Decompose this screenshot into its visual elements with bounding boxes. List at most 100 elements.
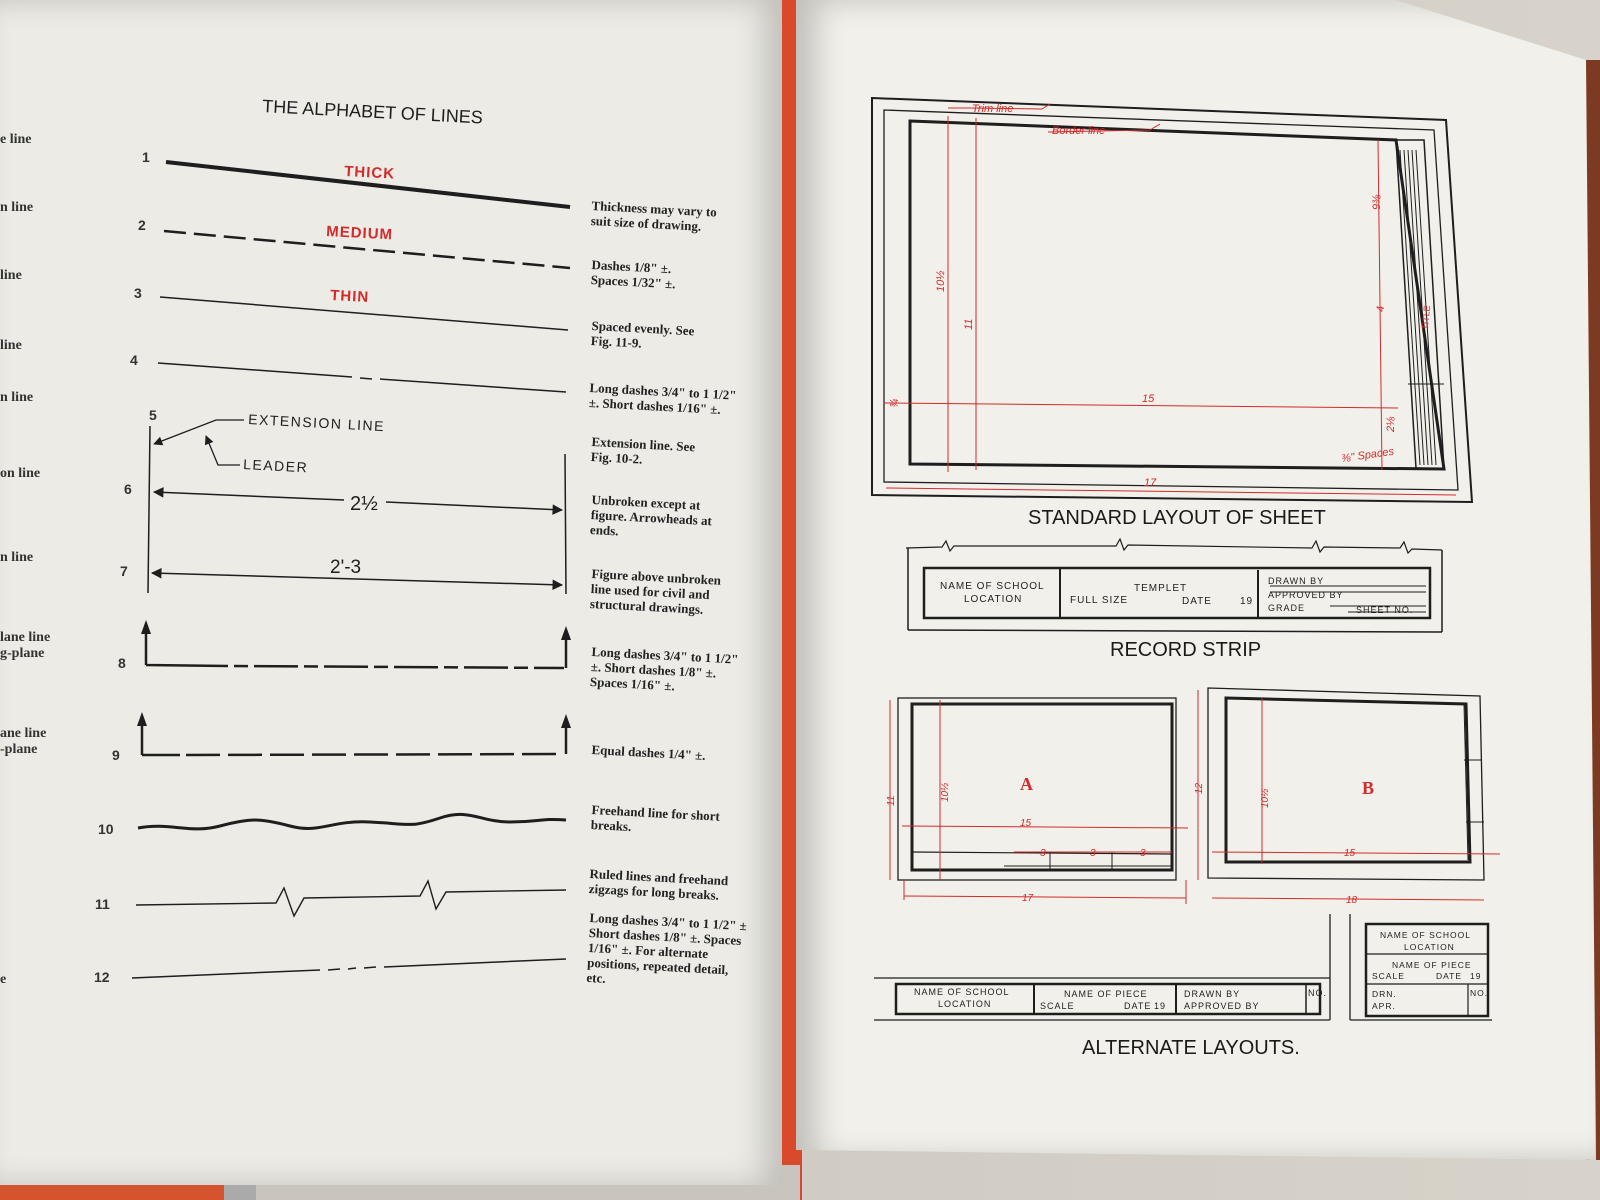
dimension-line-6-left	[152, 487, 345, 501]
alt-strip-year: 19	[1154, 1001, 1166, 1011]
row-number: 9	[112, 747, 120, 763]
thin-label: THIN	[330, 287, 370, 306]
dim-bottom: 2⅛	[1385, 416, 1397, 433]
margin-fragment: lane line	[0, 630, 51, 645]
border-line-label: Border line	[1052, 125, 1105, 137]
layout-b-label: B	[1362, 778, 1374, 798]
right-page	[796, 0, 1596, 1160]
margin-fragment: on line	[0, 466, 41, 481]
b-w-outer: 18	[1346, 895, 1358, 906]
alternate-strip	[874, 914, 1331, 1021]
spaces-label: ⅜" Spaces	[1341, 446, 1395, 465]
b-h-outer: 12	[1194, 782, 1205, 794]
alt-box-no: NO.	[1470, 988, 1488, 998]
rs-approved-by: APPROVED BY	[1268, 590, 1344, 600]
rs-full-size: FULL SIZE	[1070, 595, 1128, 606]
rs-year: 19	[1240, 596, 1253, 607]
margin-fragment: e	[0, 972, 7, 987]
b-h-inner: 10½	[1260, 788, 1271, 808]
arrowhead	[561, 714, 571, 728]
margin-fragment: ane line	[0, 726, 47, 741]
trim-line-label: Trim line	[972, 103, 1013, 115]
alt-strip-location: LOCATION	[938, 999, 991, 1009]
leader-arrow	[153, 419, 244, 446]
extension-line	[147, 425, 151, 594]
alt-box-date: DATE	[1436, 971, 1462, 981]
rs-location: LOCATION	[964, 594, 1022, 605]
standard-layout-drawing: TITLE Trim line Border line 15 17 10½ 11…	[871, 96, 1474, 504]
row-number: 12	[94, 969, 110, 985]
margin-fragment: -plane	[0, 742, 38, 757]
margin-fragment: n line	[0, 390, 34, 405]
left-page	[0, 0, 782, 1185]
row-number: 10	[98, 821, 114, 837]
margin-fragment: g-plane	[0, 646, 45, 661]
row-number: 3	[134, 285, 142, 301]
alt-strip-approved: APPROVED BY	[1184, 1001, 1260, 1011]
alt-strip-school: NAME OF SCHOOL	[914, 987, 1010, 997]
layout-a-label: A	[1020, 774, 1033, 794]
alt-strip-date: DATE	[1124, 1001, 1151, 1011]
alt-strip-drawn: DRAWN BY	[1184, 989, 1240, 999]
dim-height-outer: 11	[963, 319, 975, 330]
cutting-plane-dashes	[233, 664, 565, 670]
layout-a-drawing: A 11 10½ 15 17 3 3 3	[886, 697, 1189, 904]
row-number: 6	[124, 481, 132, 497]
extension-line-right	[564, 453, 567, 595]
alt-box-scale: SCALE	[1372, 971, 1405, 981]
outer-frame-rect	[883, 109, 1459, 491]
margin-fragment: e line	[0, 132, 32, 147]
arrowhead	[141, 620, 151, 634]
section-line	[159, 296, 569, 331]
dim-width-outer: 17	[1144, 477, 1157, 489]
dim-height-inner: 10½	[935, 271, 947, 292]
alt-strip-piece: NAME OF PIECE	[1064, 989, 1148, 999]
row-number: 4	[130, 352, 138, 368]
standard-layout-caption: STANDARD LAYOUT OF SHEET	[1028, 507, 1326, 529]
alt-box-drn: DRN.	[1372, 989, 1397, 999]
row-number: 7	[120, 563, 128, 579]
hidden-line	[163, 229, 571, 270]
alternate-layouts-caption: ALTERNATE LAYOUTS.	[1082, 1037, 1300, 1059]
a-w-outer: 17	[1022, 893, 1034, 904]
title-block	[1395, 139, 1445, 470]
layout-b-drawing: B 12 10½ 15 18	[1194, 687, 1501, 906]
border-line-rect	[908, 119, 1446, 471]
alternate-box	[1349, 914, 1492, 1021]
row-number: 11	[95, 896, 110, 912]
trim-line-rect	[871, 96, 1474, 504]
a-w-inner: 15	[1020, 818, 1032, 829]
rs-sheet-no: SHEET NO.	[1356, 605, 1413, 615]
rs-drawn-by: DRAWN BY	[1268, 576, 1324, 586]
a-sub: 3	[1040, 848, 1046, 859]
thick-label: THICK	[344, 163, 396, 183]
medium-label: MEDIUM	[326, 223, 394, 243]
alt-box-school: NAME OF SCHOOL	[1380, 930, 1471, 940]
dim-width-inner: 15	[1142, 393, 1155, 405]
a-h-outer: 11	[886, 796, 897, 806]
row-number: 1	[142, 149, 150, 165]
dimension-line-6-right	[385, 501, 564, 515]
leader-arrow-2	[204, 435, 240, 466]
a-h-inner: 10½	[940, 782, 951, 802]
title-word: TITLE	[1420, 305, 1432, 330]
margin-fragment: line	[0, 268, 22, 283]
alt-box-apr: APR.	[1372, 1001, 1396, 1011]
leader-label: LEADER	[243, 456, 309, 475]
dimension-7-value: 2'-3	[330, 557, 361, 578]
margin-fragment: line	[0, 338, 22, 353]
rs-date: DATE	[1182, 596, 1212, 607]
dimension-6-value: 2½	[350, 493, 378, 515]
alt-box-year: 19	[1470, 971, 1481, 981]
center-line	[157, 362, 567, 393]
extension-line-label: EXTENSION LINE	[248, 411, 386, 434]
dim-side: ¾	[889, 399, 901, 408]
dimension-line-7	[150, 568, 564, 590]
short-break-line	[137, 812, 567, 831]
row-number: 2	[138, 217, 146, 233]
a-sub: 3	[1090, 848, 1096, 859]
viewing-plane-dashes	[185, 752, 565, 757]
phantom-line	[131, 958, 567, 979]
